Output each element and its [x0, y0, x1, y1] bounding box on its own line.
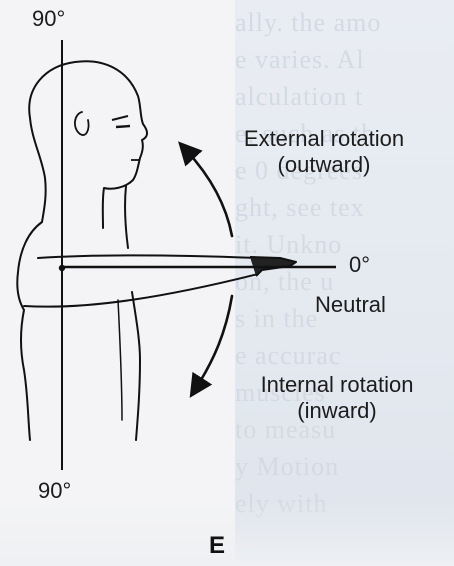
figure-panel-letter: E: [209, 532, 225, 560]
neutral-angle-label: 0°: [349, 252, 370, 278]
torso-front: [132, 292, 140, 440]
bottom-angle-label: 90°: [38, 478, 71, 504]
eyebrow: [112, 116, 128, 120]
back-of-head: [30, 118, 46, 222]
shoulder-back-outline: [17, 222, 42, 440]
head-outline: [29, 61, 147, 228]
pivot-point: [59, 265, 65, 271]
internal-rotation-label: Internal rotation (inward): [225, 372, 449, 424]
internal-rotation-line2: (inward): [225, 398, 449, 424]
top-angle-label: 90°: [32, 6, 65, 32]
front-neck: [125, 186, 128, 248]
external-rotation-label: External rotation (outward): [214, 126, 434, 178]
torso-inner-line: [118, 300, 122, 420]
upper-arm: [24, 255, 258, 306]
neutral-label: Neutral: [315, 292, 386, 318]
internal-rotation-line1: Internal rotation: [225, 372, 449, 398]
ear: [75, 112, 89, 135]
eye: [116, 126, 130, 127]
external-rotation-line1: External rotation: [214, 126, 434, 152]
external-rotation-line2: (outward): [214, 152, 434, 178]
